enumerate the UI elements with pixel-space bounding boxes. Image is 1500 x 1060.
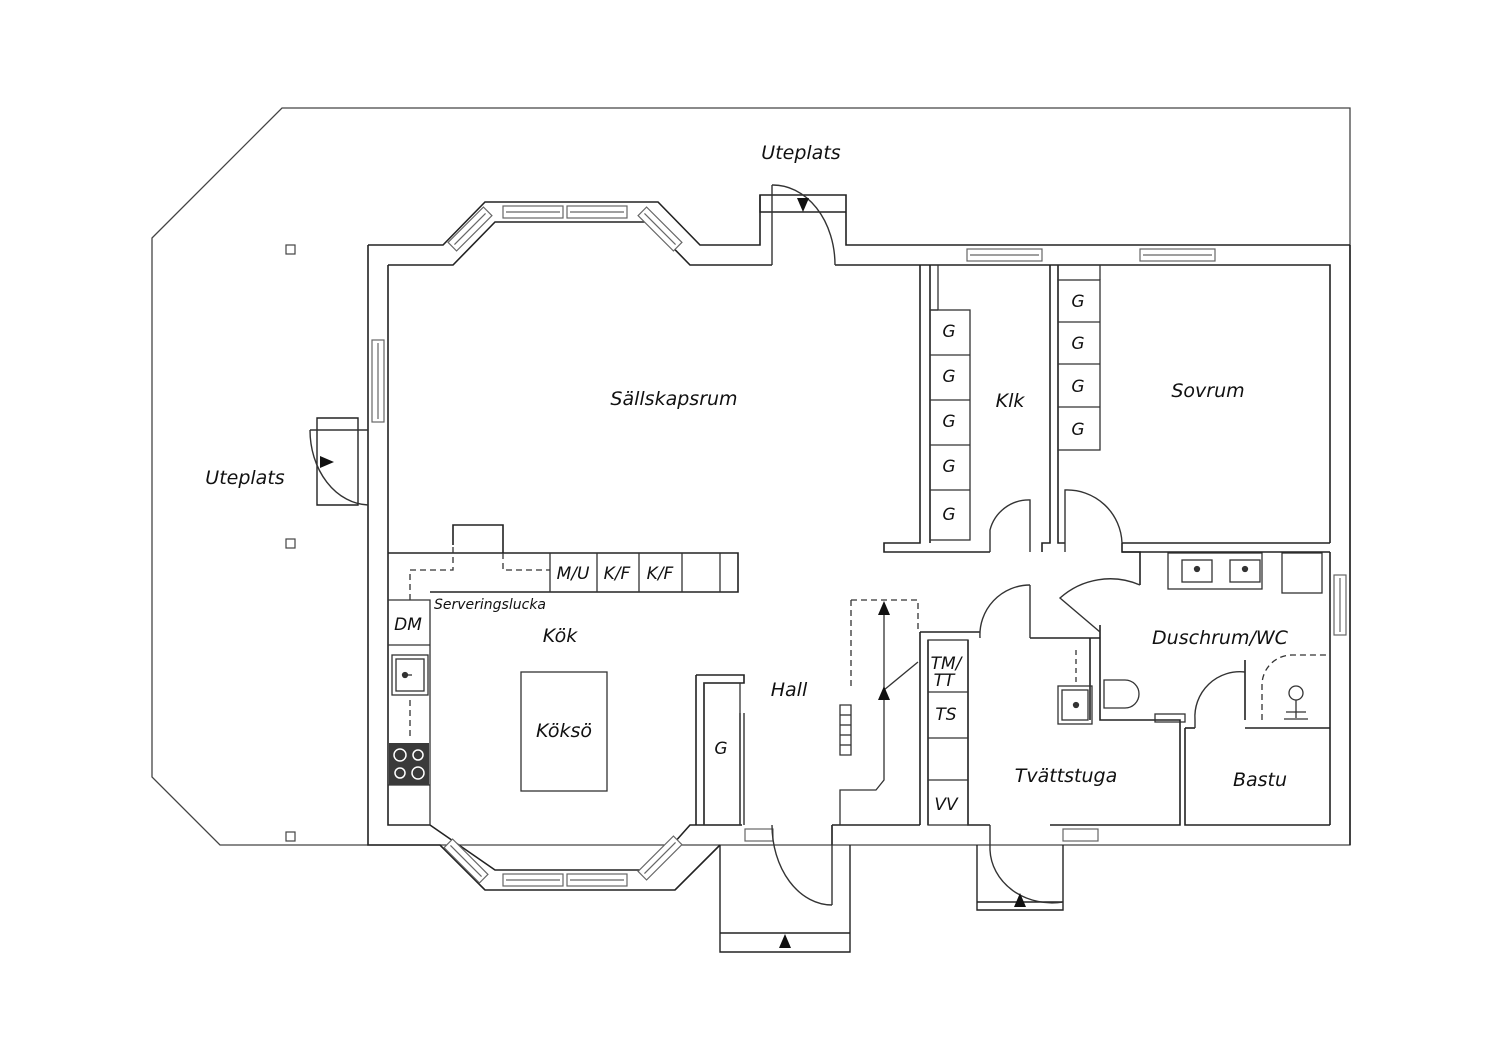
room-label-bastu: Bastu [1233,769,1287,791]
door-swing-icon [309,184,1246,906]
stair-icon [839,599,919,825]
wardrobe-label: G [1071,377,1084,397]
entry-arrow-icon [320,198,1026,948]
room-label-uteplats-left: Uteplats [205,467,284,489]
dishwasher-label: DM [394,615,422,635]
serving-hatch-label: Serveringslucka [434,597,546,613]
porch [316,195,1064,953]
room-label-sallskapsrum: Sällskapsrum [610,388,737,410]
exterior-walls [367,194,1351,891]
toilet-icon [1103,679,1186,723]
room-label-koksö: Köksö [536,720,592,742]
wardrobe-label: G [942,505,955,525]
room-label-tvattstuga: Tvättstuga [1015,765,1118,787]
room-label-kok: Kök [543,625,578,647]
wardrobe-label: G [1071,334,1084,354]
terrace-post [285,831,296,842]
counter-label: K/F [604,564,631,584]
counter-label: K/F [647,564,674,584]
interior-walls [388,265,1330,845]
room-label-sovrum: Sovrum [1171,380,1244,402]
wardrobe-label: G [714,739,727,759]
room-label-uteplats-top: Uteplats [761,142,840,164]
sink-icon [391,552,1323,725]
wardrobe-label: G [942,412,955,432]
wardrobe-label: G [1071,292,1084,312]
kitchen-island [520,671,608,792]
terrace-post [285,538,296,549]
wardrobe-label: G [942,457,955,477]
wardrobe-units [703,265,1101,826]
laundry-label: TT [934,671,956,691]
laundry-label: TS [935,705,956,725]
wardrobe-label: G [1071,420,1084,440]
room-label-hall: Hall [771,679,808,701]
counter-label: M/U [557,564,590,584]
shower-icon [1261,654,1330,720]
terrace-post [285,244,296,255]
window-icon [371,205,1347,887]
room-label-duschrum: Duschrum/WC [1152,627,1289,649]
laundry-label: VV [934,795,959,815]
terrace-outline [151,107,1351,846]
stove-icon [389,743,429,785]
kitchen-counter [388,545,721,825]
laundry-label: TM/ [931,654,964,674]
wardrobe-label: G [942,322,955,342]
room-label-klk: Klk [996,390,1026,412]
wardrobe-label: G [942,367,955,387]
